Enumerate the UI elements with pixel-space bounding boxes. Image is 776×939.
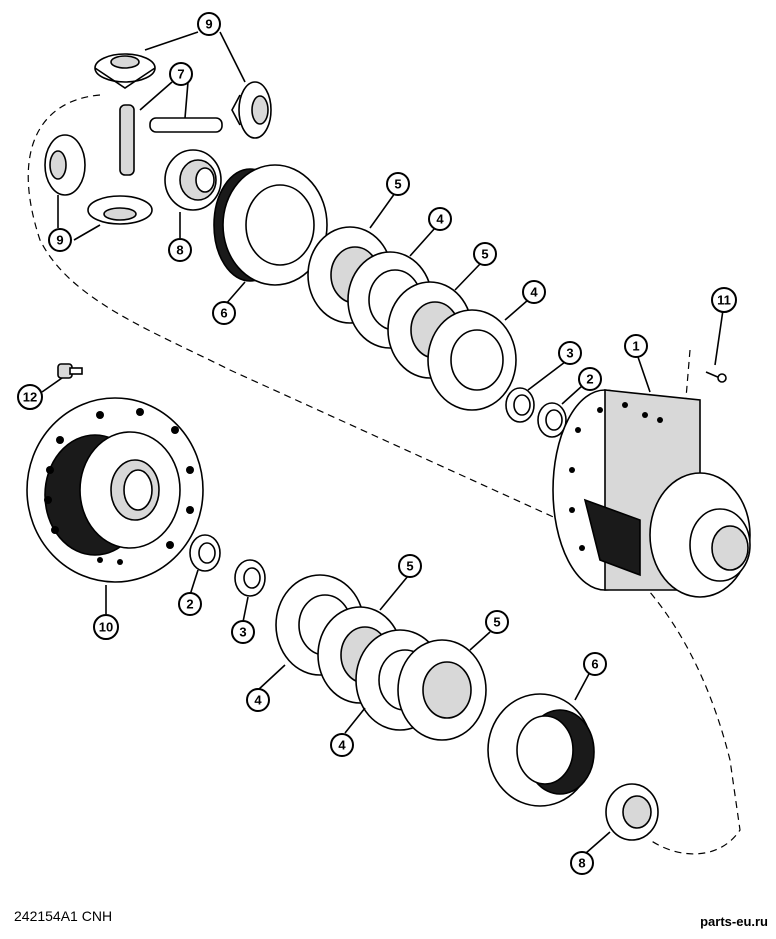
callout-4-bottom-b: 4 (330, 733, 354, 757)
clutch-cup-bottom (487, 693, 595, 807)
callout-11: 11 (711, 287, 737, 313)
svg-text:10: 10 (99, 620, 113, 635)
differential-housing (552, 389, 751, 598)
svg-text:4: 4 (254, 693, 262, 708)
washer-2b (189, 534, 221, 572)
svg-text:12: 12 (23, 390, 37, 405)
callout-7: 7 (169, 62, 193, 86)
washer-2a (537, 402, 567, 438)
callout-4-bottom-a: 4 (246, 688, 270, 712)
figure-code: 242154A1 CNH (14, 908, 113, 924)
assembly-dash-line (27, 94, 741, 855)
callout-10: 10 (93, 614, 119, 640)
svg-text:4: 4 (338, 738, 346, 753)
svg-text:8: 8 (578, 856, 585, 871)
svg-text:5: 5 (394, 177, 401, 192)
source-watermark: parts-eu.ru (700, 914, 768, 929)
svg-text:8: 8 (176, 243, 183, 258)
svg-text:7: 7 (177, 67, 184, 82)
callout-8-top: 8 (168, 238, 192, 262)
svg-text:3: 3 (566, 346, 573, 361)
screw-11 (705, 371, 727, 383)
svg-text:6: 6 (591, 657, 598, 672)
svg-text:2: 2 (586, 372, 593, 387)
disc-4b (427, 309, 517, 411)
callout-5-bottom-b: 5 (485, 610, 509, 634)
callout-9-left: 9 (48, 228, 72, 252)
housing-bolt-holes (569, 402, 663, 551)
disc-5d (397, 639, 487, 741)
differential-cover (26, 397, 204, 583)
callout-2-top: 2 (578, 367, 602, 391)
cover-bolt-holes (44, 408, 194, 565)
callout-5-top-a: 5 (386, 172, 410, 196)
bolt-12 (57, 363, 83, 379)
clutch-cup-top (213, 164, 328, 286)
callout-6-bottom: 6 (583, 652, 607, 676)
callout-5-bottom-a: 5 (398, 554, 422, 578)
shim-3b (234, 559, 266, 597)
callout-3-top: 3 (558, 341, 582, 365)
callout-6-top: 6 (212, 301, 236, 325)
svg-text:5: 5 (493, 615, 500, 630)
svg-text:4: 4 (530, 285, 538, 300)
side-gear-top-right (231, 81, 272, 139)
callout-5-top-b: 5 (473, 242, 497, 266)
leader-lines (41, 31, 724, 854)
pinion-gear-top (164, 149, 222, 211)
svg-text:5: 5 (406, 559, 413, 574)
side-gear-top-left (94, 53, 156, 89)
svg-text:5: 5 (481, 247, 488, 262)
svg-text:4: 4 (436, 212, 444, 227)
shim-3a (505, 387, 535, 423)
svg-text:6: 6 (220, 306, 227, 321)
svg-text:11: 11 (717, 293, 731, 308)
callout-2-bottom: 2 (178, 592, 202, 616)
side-gear-bottom (87, 195, 153, 225)
svg-text:2: 2 (186, 597, 193, 612)
side-gear-left (44, 134, 86, 196)
callout-9-top: 9 (197, 12, 221, 36)
callout-4-top-b: 4 (522, 280, 546, 304)
callout-8-bottom: 8 (570, 851, 594, 875)
callout-4-top-a: 4 (428, 207, 452, 231)
callout-3-bottom: 3 (231, 620, 255, 644)
pinion-gear-bottom (605, 783, 659, 841)
svg-text:1: 1 (632, 339, 639, 354)
callout-1: 1 (624, 334, 648, 358)
svg-text:9: 9 (205, 17, 212, 32)
cross-shaft (119, 104, 223, 176)
svg-text:9: 9 (56, 233, 63, 248)
svg-text:3: 3 (239, 625, 246, 640)
callout-12: 12 (17, 384, 43, 410)
